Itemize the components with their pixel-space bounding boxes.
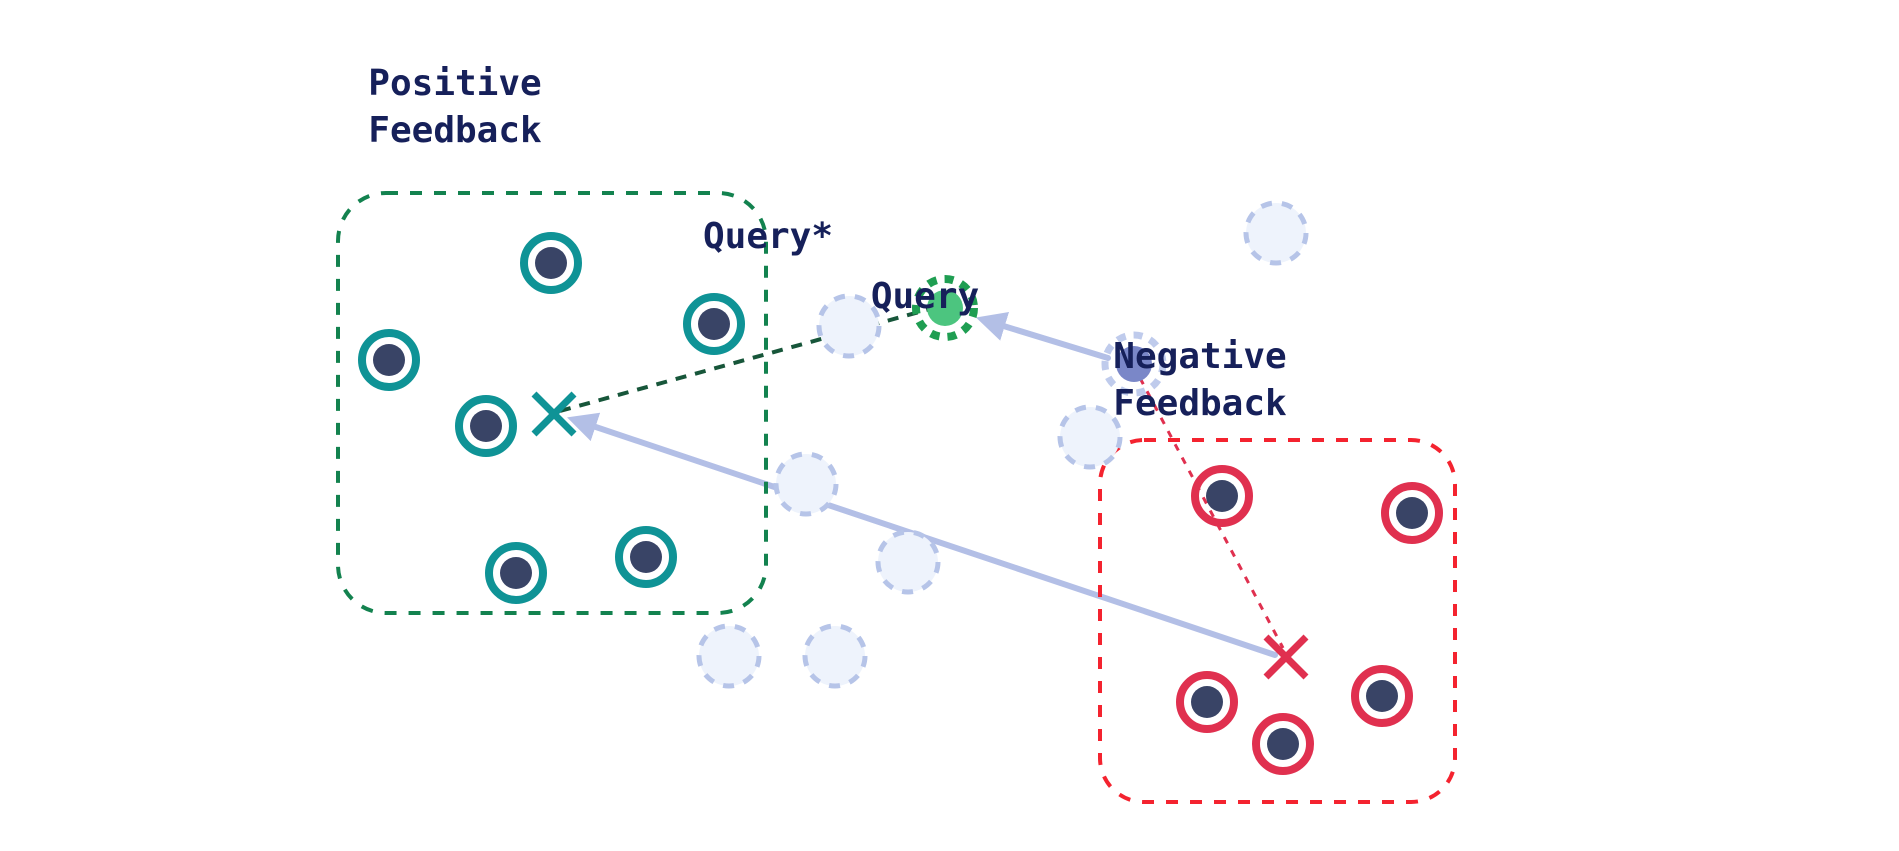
negative-centroid-x-marker — [1263, 634, 1309, 680]
negative-node-5 — [1351, 665, 1413, 727]
query-star-label-line-1: Query* — [703, 216, 833, 257]
marker-layer — [531, 391, 1309, 680]
positive-node-4-dot — [470, 410, 502, 442]
positive-node-3-ring — [358, 329, 420, 391]
positive-feedback-cluster-box — [336, 191, 768, 615]
negative-node-5-ring — [1351, 665, 1413, 727]
positive-node-2 — [683, 293, 745, 355]
neutral-node-2-disc — [816, 293, 882, 359]
positive-node-4-ring — [455, 395, 517, 457]
positive-node-3-dot — [373, 344, 405, 376]
negative-node-4-ring — [1252, 713, 1314, 775]
query-to-query-star-arrow — [975, 311, 1111, 361]
neutral-node-1 — [1243, 200, 1309, 266]
positive-node-5-dot — [500, 557, 532, 589]
negative-node-4-dot — [1267, 728, 1299, 760]
query-label: Query — [871, 276, 979, 317]
neutral-node-4-disc — [773, 451, 839, 517]
negative-node-2-dot — [1396, 497, 1428, 529]
negative-node-2-ring — [1381, 482, 1443, 544]
positive-feedback-label-line-1: Positive — [368, 63, 541, 104]
positive-node-4 — [455, 395, 517, 457]
negative-node-1-ring — [1191, 465, 1253, 527]
positive-centroid-x-marker — [531, 391, 577, 437]
positive-node-2-dot — [698, 308, 730, 340]
query-star-node-dashed-ring — [912, 275, 978, 341]
negative-node-1 — [1191, 465, 1253, 527]
positive-node-6 — [615, 526, 677, 588]
negative-node-3 — [1176, 671, 1238, 733]
neutral-node-6 — [696, 623, 762, 689]
special-node-layer — [912, 275, 1167, 397]
negative-node-4 — [1252, 713, 1314, 775]
neutral-node-2 — [816, 293, 882, 359]
neutral-node-3-disc — [1057, 404, 1123, 470]
positive-node-1-ring — [520, 232, 582, 294]
negative-centroid-x-marker-stroke-2 — [1263, 634, 1309, 680]
positive-node-1 — [520, 232, 582, 294]
positive-node-5-ring — [485, 542, 547, 604]
positive-centroid-x-marker-stroke-2 — [531, 391, 577, 437]
query-star-label: Query* — [703, 216, 833, 257]
negative-node-3-ring — [1176, 671, 1238, 733]
positive-node-2-ring — [683, 293, 745, 355]
neutral-node-5 — [875, 529, 941, 595]
query-node-dot — [1116, 346, 1152, 382]
neutral-node-layer — [696, 200, 1309, 689]
positive-node-3 — [358, 329, 420, 391]
positive-node-1-dot — [535, 247, 567, 279]
negative-feedback-label-line-2: Feedback — [1113, 383, 1287, 424]
neutral-node-7 — [802, 623, 868, 689]
query-star-node-dot — [927, 290, 963, 326]
negative-node-3-dot — [1191, 686, 1223, 718]
positive-node-6-ring — [615, 526, 677, 588]
neutral-node-7-disc — [802, 623, 868, 689]
query-node-dashed-ring — [1101, 331, 1167, 397]
neutral-node-6-disc — [696, 623, 762, 689]
cluster-layer — [336, 191, 1457, 804]
negative-node-1-dot — [1206, 480, 1238, 512]
query-label-line-1: Query — [871, 276, 979, 317]
query-node — [1101, 331, 1167, 397]
neutral-node-1-disc — [1243, 200, 1309, 266]
negative-node-2 — [1381, 482, 1443, 544]
neutral-node-5-disc — [875, 529, 941, 595]
positive-centroid-to-query-star-line — [559, 307, 931, 413]
neutral-node-4 — [773, 451, 839, 517]
positive-node-5 — [485, 542, 547, 604]
positive-feedback-label-line-2: Feedback — [368, 110, 542, 151]
negative-node-layer — [1176, 465, 1443, 775]
positive-node-layer — [358, 232, 745, 604]
query-star-node — [912, 275, 978, 341]
negative-feedback-cluster-box — [1098, 438, 1457, 804]
query-to-negative-centroid-line — [1138, 377, 1285, 649]
neutral-node-3 — [1057, 404, 1123, 470]
negative-node-5-dot — [1366, 680, 1398, 712]
negative-feedback-label-line-1: Negative — [1113, 336, 1286, 377]
positive-node-6-dot — [630, 541, 662, 573]
